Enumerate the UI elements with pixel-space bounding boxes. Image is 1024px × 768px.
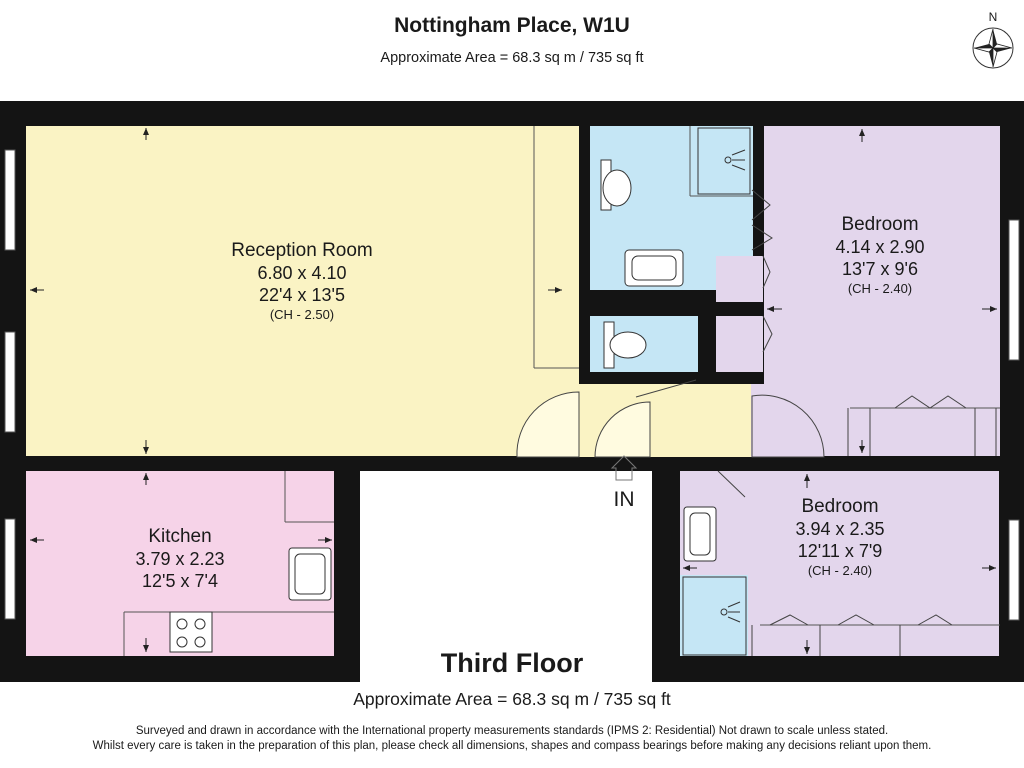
room-metric: 3.79 x 2.23 — [135, 549, 225, 569]
dimension-arrow-icon — [30, 128, 997, 654]
toilet-icon — [600, 159, 647, 369]
windows — [4, 149, 1020, 621]
entrance-arrow-icon — [610, 455, 638, 481]
ensuite-area — [680, 575, 748, 656]
room-fills — [26, 126, 1000, 682]
compass-north-label: N — [988, 10, 998, 24]
hob-icon — [169, 611, 213, 653]
room-imperial: 12'5 x 7'4 — [142, 571, 218, 591]
plan-subtitle: Approximate Area = 68.3 sq m / 735 sq ft — [380, 50, 644, 66]
reception-room-area — [26, 126, 579, 456]
room-metric: 3.94 x 2.35 — [795, 519, 885, 539]
shower-icon — [682, 127, 751, 656]
entrance-label: IN — [613, 488, 635, 511]
bedroom-1-area — [764, 126, 1000, 456]
plan-title: Nottingham Place, W1U — [394, 14, 630, 37]
room-metric: 6.80 x 4.10 — [257, 263, 347, 283]
room-metric: 4.14 x 2.90 — [835, 237, 925, 257]
room-ceiling: (CH - 2.40) — [807, 563, 873, 578]
cupboard-area — [716, 256, 763, 302]
room-ceiling: (CH - 2.50) — [269, 307, 335, 322]
room-name: Bedroom — [841, 214, 919, 235]
bedroom-2-label: Bedroom 3.94 x 2.35 12'11 x 7'9 (CH - 2.… — [750, 496, 930, 580]
compass-rose-icon — [972, 27, 1014, 69]
bedroom-1-label: Bedroom 4.14 x 2.90 13'7 x 9'6 (CH - 2.4… — [790, 214, 970, 298]
room-imperial: 12'11 x 7'9 — [797, 541, 883, 561]
reception-room-label: Reception Room 6.80 x 4.10 22'4 x 13'5 (… — [180, 240, 424, 324]
room-imperial: 13'7 x 9'6 — [842, 259, 918, 279]
room-imperial: 22'4 x 13'5 — [259, 285, 345, 305]
room-name: Reception Room — [231, 240, 373, 261]
sink-icon — [288, 249, 717, 601]
floor-area: Approximate Area = 68.3 sq m / 735 sq ft — [353, 689, 671, 709]
kitchen-label: Kitchen 3.79 x 2.23 12'5 x 7'4 — [90, 526, 270, 592]
floor-title: Third Floor — [440, 648, 584, 678]
room-name: Kitchen — [148, 526, 212, 547]
disclaimer-line-2: Whilst every care is taken in the prepar… — [92, 740, 932, 752]
room-name: Bedroom — [801, 496, 879, 517]
room-ceiling: (CH - 2.40) — [847, 281, 913, 296]
disclaimer-line-1: Surveyed and drawn in accordance with th… — [135, 725, 889, 737]
door-swing-icon — [516, 379, 825, 498]
cupboard-area — [716, 316, 763, 372]
